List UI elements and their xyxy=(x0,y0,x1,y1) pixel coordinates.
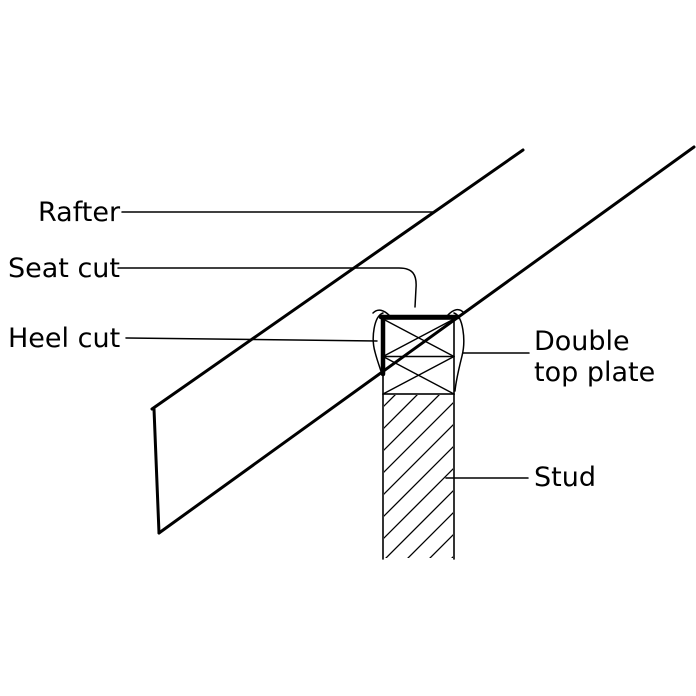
hatch-line xyxy=(451,556,453,558)
x-mark-line xyxy=(382,318,455,358)
rafter-top-edge-line xyxy=(150,148,525,411)
hatch-line xyxy=(384,395,440,451)
hatch-line xyxy=(384,424,453,495)
plate-top-left-curve xyxy=(372,309,391,317)
leader-lines xyxy=(117,211,530,479)
rafter-end-plumb-line xyxy=(152,407,161,535)
x-mark-line xyxy=(382,355,455,395)
seat-cut-leader-line xyxy=(117,267,417,308)
rafter-label: Rafter xyxy=(38,197,121,228)
double-top-plate-label: Double top plate xyxy=(534,326,656,388)
line-layer xyxy=(117,145,696,560)
plate-right-curve xyxy=(453,312,465,392)
seat-cut-label: Seat cut xyxy=(8,253,121,284)
hatch-line xyxy=(384,468,453,539)
hatch-line xyxy=(384,395,396,407)
heel-cut-leader-line xyxy=(125,337,378,342)
plate-left-curve xyxy=(372,312,384,375)
hatch-line xyxy=(429,534,453,558)
rafter-bottom-edge-line xyxy=(157,145,696,535)
heel-cut-label: Heel cut xyxy=(8,323,121,354)
stud-label: Stud xyxy=(534,462,596,493)
hatch-line xyxy=(384,402,453,473)
plate-edge-curves xyxy=(372,308,465,392)
hatch-line xyxy=(385,490,453,558)
top-plate-x-marks xyxy=(382,318,455,395)
hatch-line xyxy=(384,395,418,429)
hatch-line xyxy=(384,446,453,517)
stud-hatching xyxy=(384,395,453,558)
plate-top-right-curve xyxy=(446,308,465,317)
hatch-line xyxy=(407,512,453,558)
